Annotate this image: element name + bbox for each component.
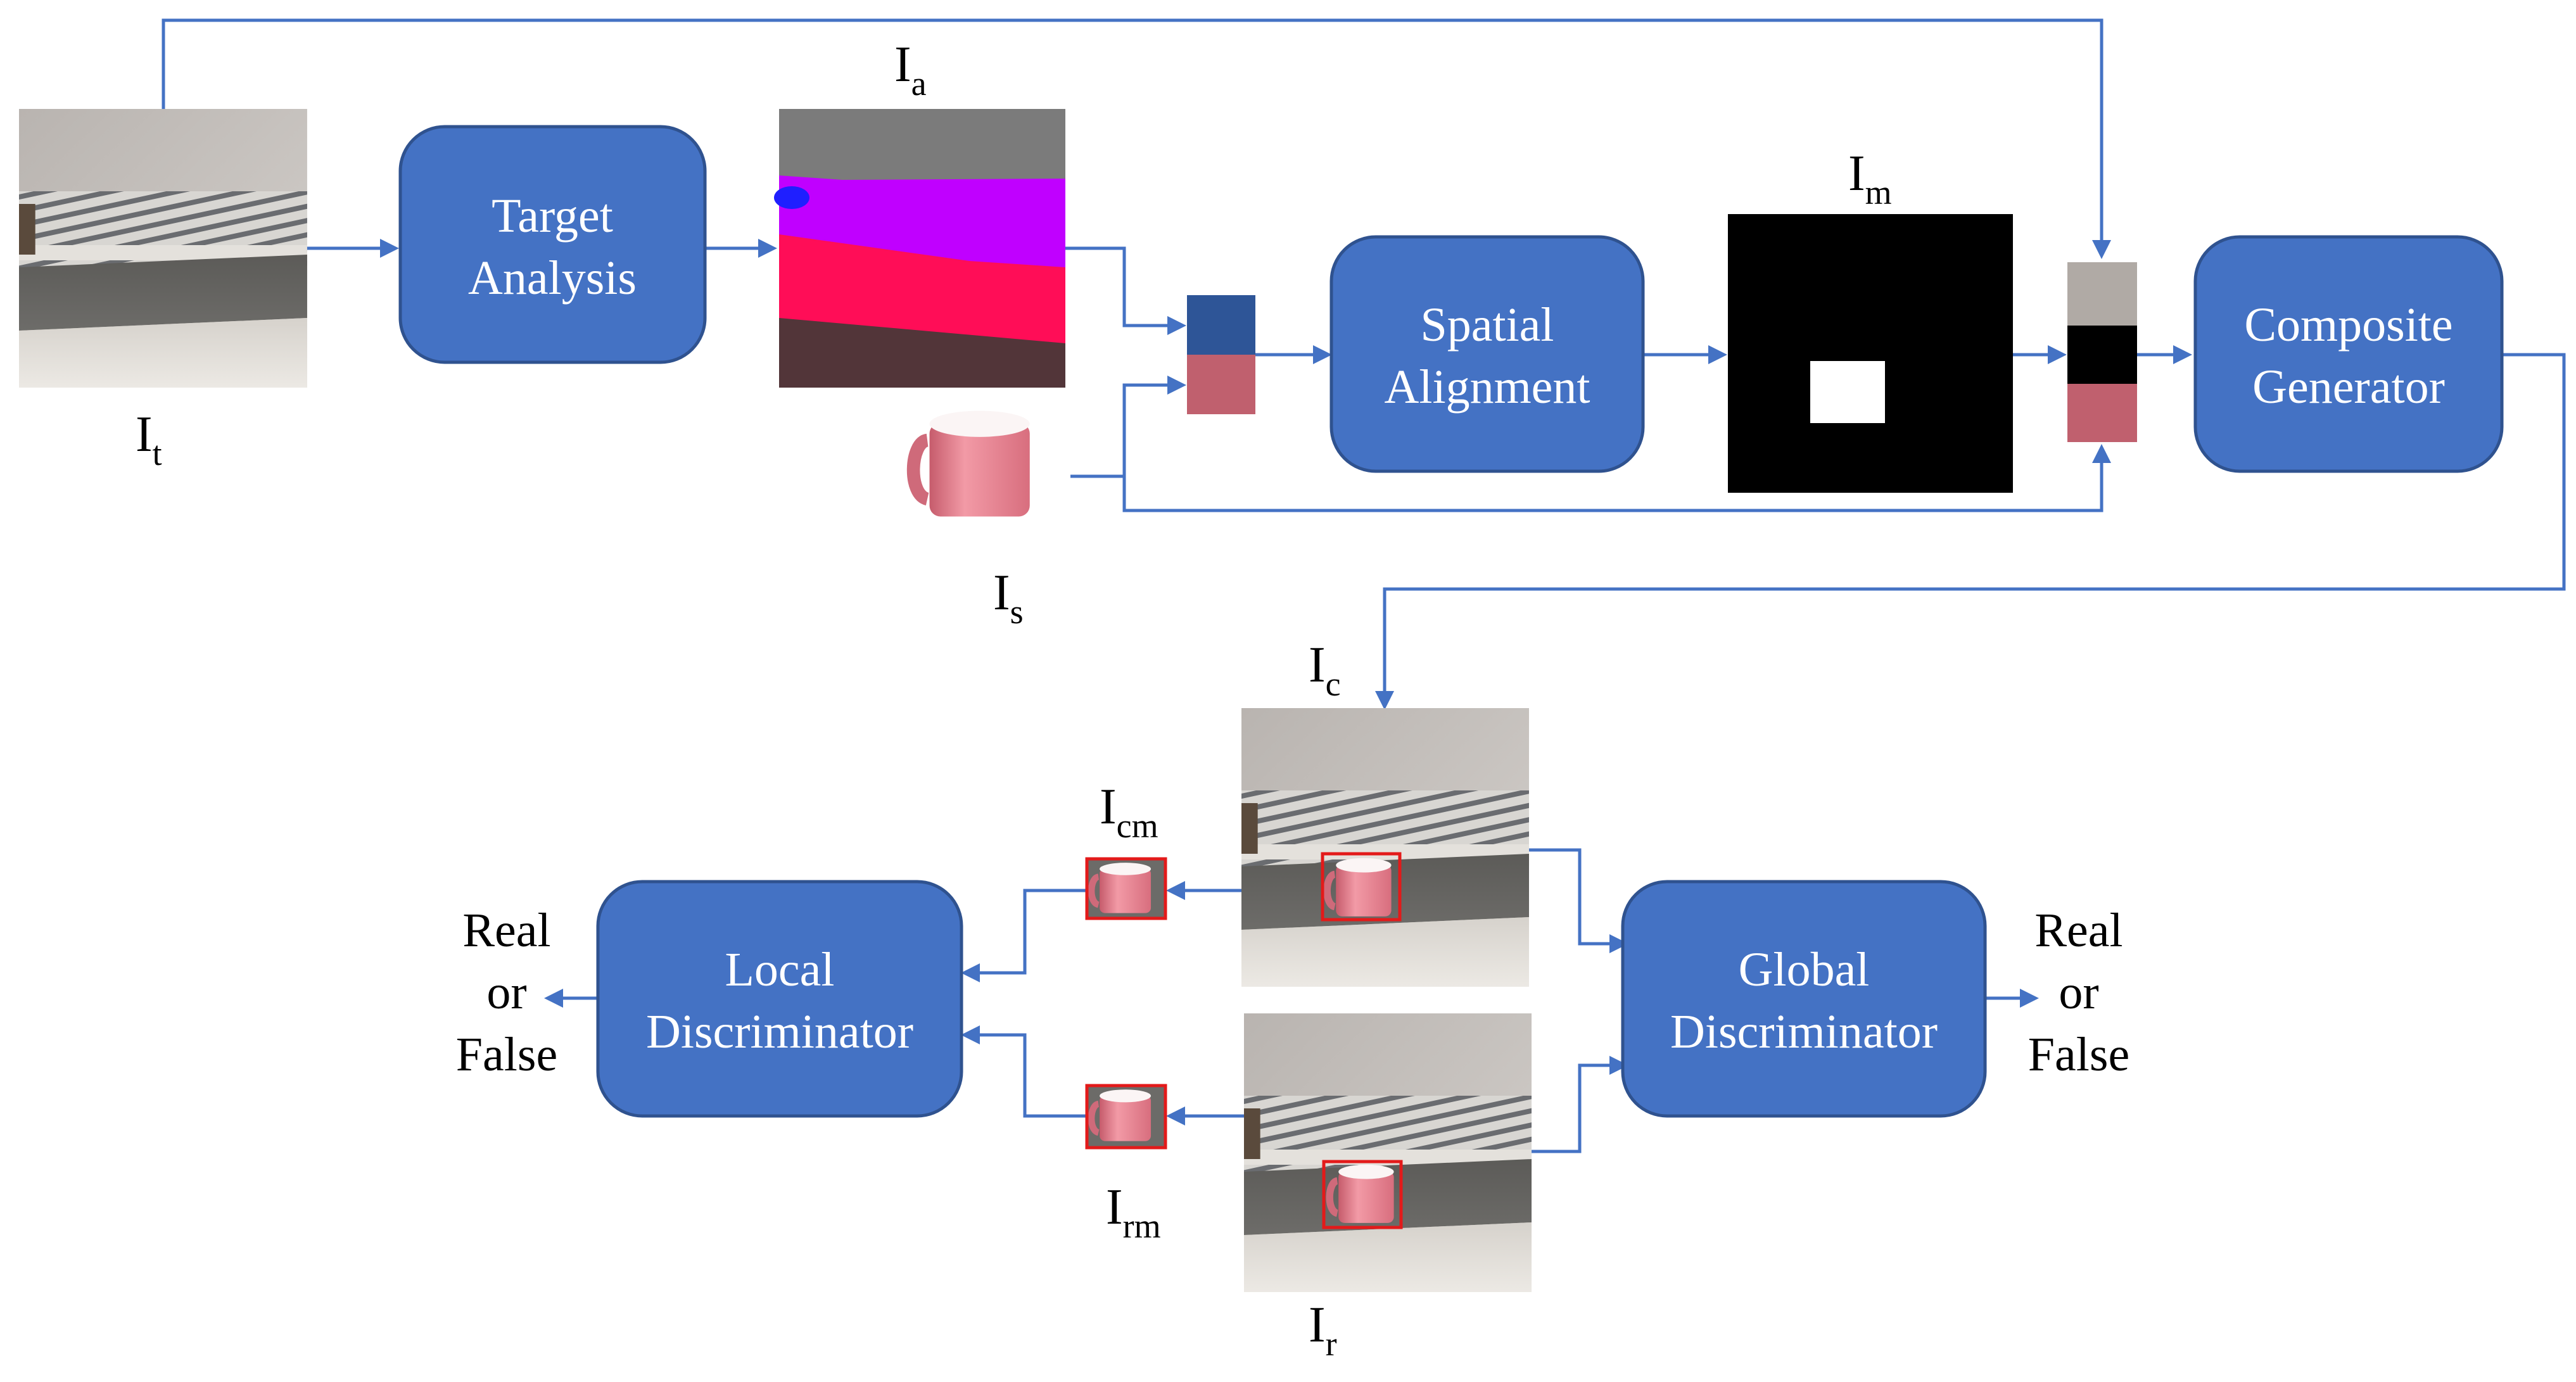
concat-stack-1 bbox=[1187, 295, 1255, 414]
label-is: Is bbox=[993, 565, 1024, 631]
segmentation-image-ia bbox=[774, 109, 1065, 388]
local-discriminator-label-line2: Discriminator bbox=[646, 1005, 913, 1058]
target-image-it bbox=[19, 109, 307, 388]
arrow-ir-to-global-discriminator bbox=[1532, 1056, 1628, 1153]
target-analysis-label-line2: Analysis bbox=[468, 251, 637, 305]
global-discriminator-label-line2: Discriminator bbox=[1670, 1005, 1938, 1058]
arrow-icm-to-local-discriminator bbox=[961, 889, 1086, 982]
arrow-irm-to-local-discriminator bbox=[961, 1025, 1087, 1118]
spatial-alignment-label-line1: Spatial bbox=[1420, 298, 1554, 352]
label-it: It bbox=[136, 407, 162, 472]
output-left-line3: False bbox=[456, 1028, 557, 1081]
label-icm: Icm bbox=[1100, 779, 1158, 845]
concat-stack-2 bbox=[2067, 262, 2137, 442]
arrow-composite-generator-to-ic bbox=[1375, 353, 2566, 710]
output-right-line3: False bbox=[2028, 1028, 2129, 1081]
global-discriminator-label-line1: Global bbox=[1739, 943, 1870, 996]
output-right-line1: Real bbox=[2034, 904, 2122, 957]
composite-generator-label-line1: Composite bbox=[2244, 298, 2452, 352]
label-ia: Ia bbox=[894, 37, 927, 103]
output-left: Real or False bbox=[456, 904, 557, 1081]
label-im: Im bbox=[1848, 146, 1892, 212]
label-irm: Irm bbox=[1106, 1179, 1161, 1245]
arrow-is-to-stack1 bbox=[1070, 376, 1186, 478]
source-object-is bbox=[913, 411, 1030, 517]
output-right-line2: or bbox=[2059, 966, 2098, 1019]
output-left-line1: Real bbox=[462, 904, 550, 957]
output-left-line2: or bbox=[486, 966, 526, 1019]
spatial-alignment-label-line2: Alignment bbox=[1384, 360, 1590, 414]
arrow-ic-to-global-discriminator bbox=[1529, 848, 1628, 953]
local-discriminator-label-line1: Local bbox=[725, 943, 834, 996]
composite-generator-block: Composite Generator bbox=[2193, 235, 2504, 473]
composite-image-ic bbox=[1241, 708, 1530, 987]
spatial-alignment-block: Spatial Alignment bbox=[1329, 235, 1645, 473]
crop-image-irm bbox=[1085, 1084, 1167, 1150]
local-discriminator-block: Local Discriminator bbox=[596, 880, 963, 1118]
arrow-is-to-stack2 bbox=[1122, 444, 2111, 512]
label-ir: Ir bbox=[1309, 1297, 1337, 1363]
target-analysis-block: Target Analysis bbox=[398, 125, 707, 364]
real-image-ir bbox=[1244, 1013, 1532, 1292]
composite-generator-label-line2: Generator bbox=[2252, 360, 2445, 414]
output-right: Real or False bbox=[2028, 904, 2129, 1081]
arrow-ia-to-stack1 bbox=[1065, 246, 1186, 335]
target-analysis-label-line1: Target bbox=[492, 189, 613, 243]
arrow-it-to-stack bbox=[162, 18, 2111, 259]
label-ic: Ic bbox=[1309, 637, 1341, 703]
global-discriminator-block: Global Discriminator bbox=[1621, 880, 1987, 1118]
crop-image-icm bbox=[1085, 857, 1167, 920]
mask-image-im bbox=[1728, 214, 2013, 493]
